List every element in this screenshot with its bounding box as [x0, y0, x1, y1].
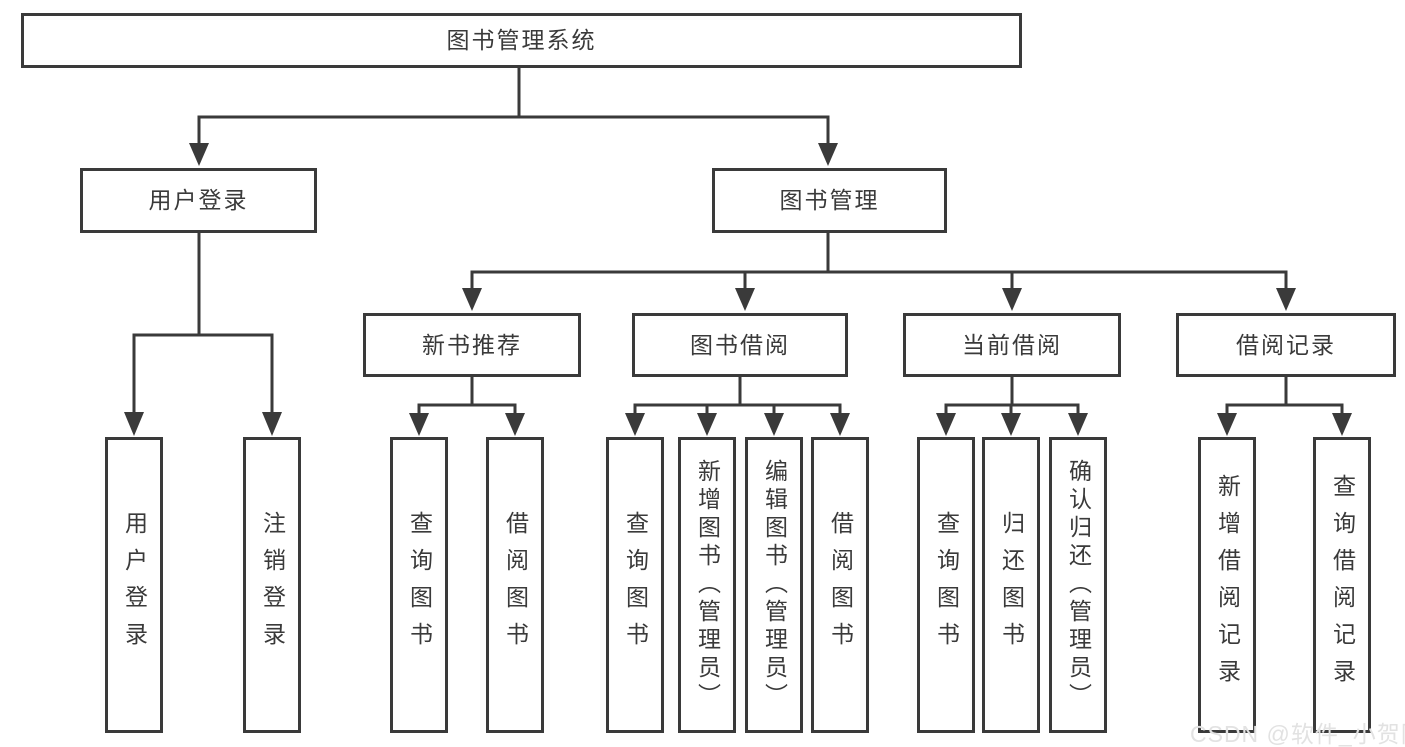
arrowhead-leaf [1001, 413, 1021, 436]
node-root-library-system: 图书管理系统 [21, 13, 1022, 68]
leaf-query-book: 查询图书 [606, 437, 664, 733]
node-book-manage: 图书管理 [712, 168, 947, 233]
leaf-user-login: 用户登录 [105, 437, 163, 733]
node-borrow-records: 借阅记录 [1176, 313, 1396, 377]
node-user-login: 用户登录 [80, 168, 317, 233]
leaf-query-book: 查询图书 [390, 437, 448, 733]
arrowheads [124, 143, 1352, 436]
arrowhead-leaf [505, 413, 525, 436]
arrowhead-leaf [409, 413, 429, 436]
leaf-borrow-book: 借阅图书 [811, 437, 869, 733]
arrowhead-recommend [462, 288, 482, 311]
edge-borrow-group [633, 377, 842, 417]
leaf-query-book: 查询图书 [917, 437, 975, 733]
arrowhead-leaf [1217, 413, 1237, 436]
arrowhead-records [1276, 288, 1296, 311]
node-current-borrow: 当前借阅 [903, 313, 1121, 377]
arrowhead-leaf [830, 413, 850, 436]
leaf-return-book: 归还图书 [982, 437, 1040, 733]
arrowhead-leaf [1332, 413, 1352, 436]
leaf-borrow-book: 借阅图书 [486, 437, 544, 733]
edge-login-bar [132, 333, 274, 416]
arrowhead-leaf [124, 412, 144, 436]
edge-manage-bar [470, 270, 1288, 292]
arrowhead-login [189, 143, 209, 166]
node-book-borrow: 图书借阅 [632, 313, 848, 377]
arrowhead-leaf [262, 412, 282, 436]
leaf-query-borrow-record: 查询借阅记录 [1313, 437, 1371, 733]
arrowhead-manage [818, 143, 838, 166]
arrowhead-borrow [735, 288, 755, 311]
connector-strokes [132, 68, 1344, 417]
arrowhead-current [1002, 288, 1022, 311]
node-new-book-recommend: 新书推荐 [363, 313, 581, 377]
arrowhead-leaf [764, 413, 784, 436]
edge-root-bar [197, 115, 830, 146]
leaf-add-borrow-record: 新增借阅记录 [1198, 437, 1256, 733]
leaf-logout: 注销登录 [243, 437, 301, 733]
leaf-confirm-return-admin: 确认归还（管理员） [1049, 437, 1107, 733]
edge-recommend-group [417, 377, 517, 417]
csdn-watermark: CSDN @软件_小贺同学 [1190, 721, 1405, 747]
arrowhead-leaf [936, 413, 956, 436]
arrowhead-leaf [697, 413, 717, 436]
leaf-add-book-admin: 新增图书（管理员） [678, 437, 736, 733]
edge-records-group [1225, 377, 1344, 417]
arrowhead-leaf [625, 413, 645, 436]
arrowhead-leaf [1068, 413, 1088, 436]
leaf-edit-book-admin: 编辑图书（管理员） [745, 437, 803, 733]
edge-current-group [944, 377, 1080, 417]
